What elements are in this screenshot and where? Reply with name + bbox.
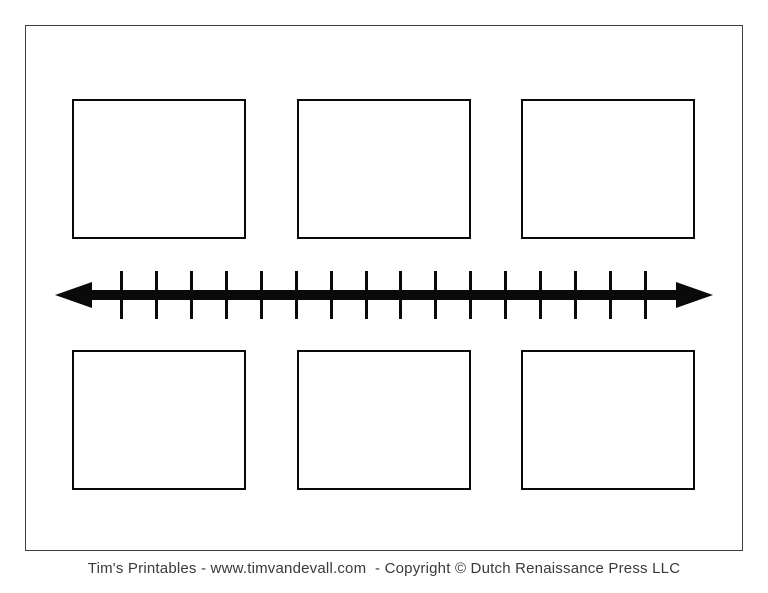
timeline-tick xyxy=(224,270,228,319)
timeline-tick xyxy=(154,270,158,319)
timeline-line xyxy=(81,289,681,300)
event-box xyxy=(72,99,246,239)
timeline-right-arrowhead-icon xyxy=(676,281,713,308)
event-box-row-top xyxy=(72,99,695,239)
timeline-tick xyxy=(643,270,647,319)
timeline-tick xyxy=(539,270,543,319)
timeline-left-arrowhead-icon xyxy=(55,281,92,308)
event-box xyxy=(296,99,471,239)
timeline-tick xyxy=(364,270,368,319)
timeline-tick xyxy=(399,270,403,319)
timeline-tick xyxy=(504,270,508,319)
event-box xyxy=(521,99,695,239)
event-box xyxy=(521,350,695,490)
event-box-row-bottom xyxy=(72,350,695,490)
timeline-tick xyxy=(469,270,473,319)
event-box xyxy=(72,350,246,490)
timeline-tick xyxy=(434,270,438,319)
timeline-tick xyxy=(189,270,193,319)
timeline-tick xyxy=(294,270,298,319)
footer-credit: Tim's Printables - www.timvandevall.com … xyxy=(87,560,681,577)
timeline-tick xyxy=(259,270,263,319)
timeline-tick xyxy=(609,270,613,319)
timeline-tick xyxy=(574,270,578,319)
event-box xyxy=(296,350,471,490)
page-border-frame xyxy=(25,25,743,551)
timeline-tick xyxy=(120,270,123,319)
timeline-tick xyxy=(329,270,333,319)
